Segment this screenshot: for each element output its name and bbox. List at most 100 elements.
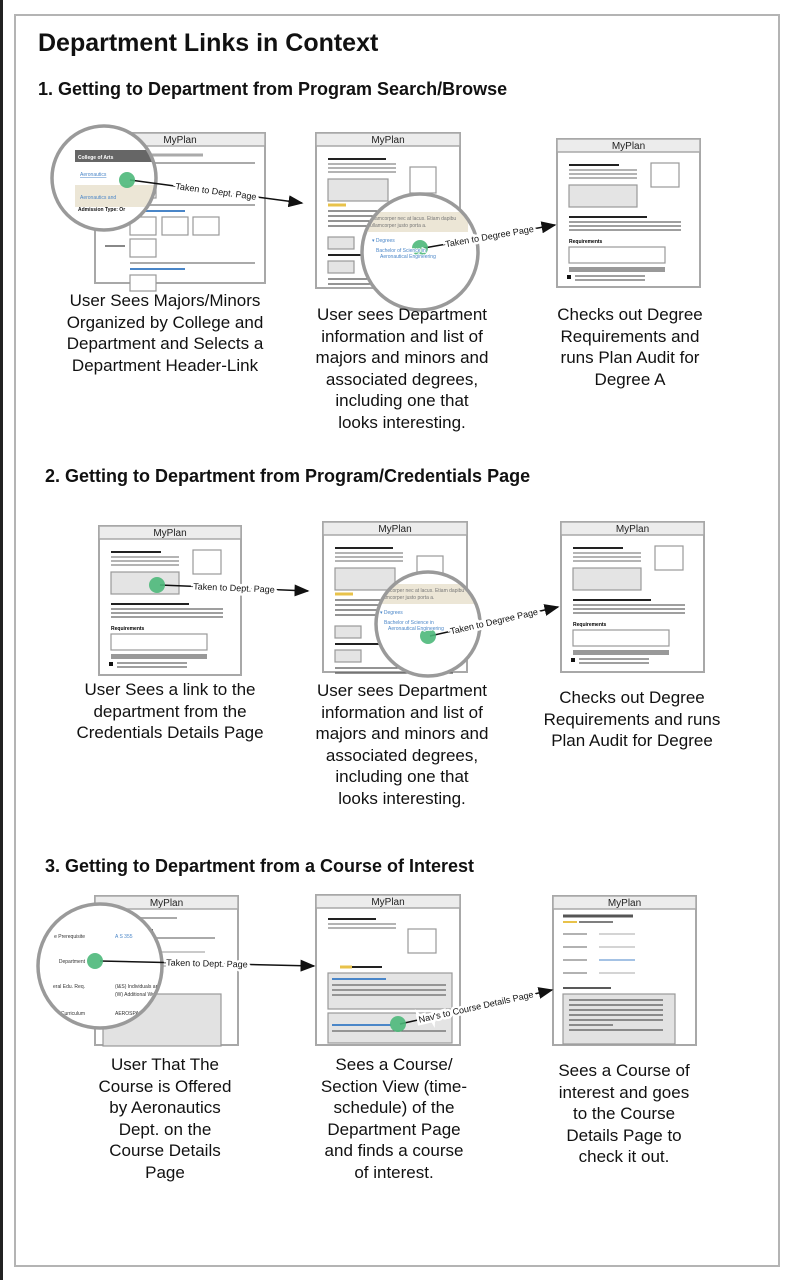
magnifier-content: ullamcorper nec at lacus. Etiam dapibuul…	[376, 584, 476, 616]
wire-text: (I&S) Individuals and	[115, 984, 161, 990]
wireframe-border	[556, 138, 701, 288]
wire-box	[327, 236, 355, 250]
caption-3-2: Sees a Course/ Section View (time- sched…	[320, 1055, 468, 1182]
wire-text: Requirements	[569, 239, 603, 245]
wire-text: Aeronautics and	[80, 195, 116, 201]
wire-text: ullamcorper justo porta a.	[378, 595, 434, 601]
caption-3-1: User That The Course is Offered by Aeron…	[98, 1055, 232, 1182]
wireframe-header-bar	[556, 138, 701, 153]
wire-box	[129, 238, 157, 258]
wire-box	[110, 571, 180, 595]
click-point-dot	[87, 953, 103, 969]
wire-box	[568, 246, 666, 264]
caption-1-3: Checks out Degree Requirements and runs …	[557, 305, 703, 389]
click-point-dot	[412, 240, 428, 256]
wire-text: MyPlan	[371, 897, 404, 908]
wire-text: MyPlan	[378, 524, 411, 535]
wire-box	[192, 549, 222, 575]
wire-box	[409, 166, 437, 194]
highlight-row	[368, 212, 468, 232]
wire-box	[161, 216, 189, 236]
wire-text: Bachelor of Science in	[384, 620, 434, 626]
wire-box	[650, 162, 680, 188]
caption-1-1: User Sees Majors/Minors Organized by Col…	[66, 291, 264, 375]
wire-box	[654, 545, 684, 571]
wire-text: ullamcorper justo porta a.	[370, 223, 426, 229]
wire-box	[129, 216, 157, 236]
wire-text: Requirements	[111, 626, 145, 632]
magnifier-content: ullamcorper nec at lacus. Etiam dapibuul…	[368, 212, 468, 244]
wire-text: Department	[59, 959, 86, 965]
wire-text: Aeronautics	[80, 172, 107, 178]
wireframe-header-bar	[315, 894, 461, 909]
wire-box	[568, 184, 638, 208]
click-point-dot	[420, 628, 436, 644]
wire-text: Bachelor of Science in	[376, 248, 426, 254]
wire-box	[327, 260, 355, 274]
wire-box	[129, 274, 157, 292]
wire-bullet	[567, 275, 571, 279]
wire-text: MyPlan	[371, 135, 404, 146]
click-point-dot	[149, 577, 165, 593]
wire-box	[562, 993, 676, 1045]
wireframe-header-bar	[315, 132, 461, 147]
wireframe-course-details-2: MyPlan	[552, 895, 697, 1046]
wire-box	[334, 649, 362, 663]
wireframe-department-3: MyPlan	[315, 894, 461, 1046]
arrow-label: Taken to Dept. Page	[166, 958, 248, 970]
wire-text: Aeronautical Engineering	[388, 626, 444, 632]
wire-text: MyPlan	[608, 898, 641, 909]
wire-bar	[573, 650, 669, 655]
wire-text: Curriculum	[61, 1011, 85, 1017]
arrow-3a: Taken to Dept. Page	[99, 955, 316, 972]
wire-box	[572, 567, 642, 591]
arrow-line	[399, 987, 554, 1025]
click-point-dot	[390, 1016, 406, 1032]
wire-box	[327, 1012, 453, 1044]
caption-2-2: User sees Department information and lis…	[315, 681, 489, 808]
wire-text: e Prerequisite	[54, 934, 85, 940]
wire-box	[407, 928, 437, 954]
section-2-heading: 2. Getting to Department from Program/Cr…	[45, 466, 531, 486]
wire-text: MyPlan	[150, 898, 183, 909]
left-edge	[0, 0, 3, 1280]
magnifier-ring	[360, 192, 480, 312]
highlight-row	[75, 185, 156, 207]
wire-text: MyPlan	[616, 524, 649, 535]
arrow-line	[429, 604, 560, 637]
caption-3-3: Sees a Course of interest and goes to th…	[558, 1061, 690, 1166]
wireframe-border	[98, 525, 242, 676]
diagram-frame	[14, 14, 780, 1267]
magnifier-2b: ullamcorper nec at lacus. Etiam dapibuul…	[374, 570, 482, 678]
wireframe-border	[560, 521, 705, 673]
arrow-line	[423, 221, 557, 249]
wire-box	[334, 625, 362, 639]
wireframe-header-bar	[98, 525, 242, 540]
wire-text: ullamcorper nec at lacus. Etiam dapibu	[370, 216, 456, 222]
wire-text: Aeronautical Engineering	[380, 254, 436, 260]
arrow-line	[129, 179, 304, 208]
caption-2-1: User Sees a link to the department from …	[76, 680, 264, 742]
wire-text: MyPlan	[612, 141, 645, 152]
section-3-heading: 3. Getting to Department from a Course o…	[45, 856, 475, 876]
wire-bullet	[571, 658, 575, 662]
wireframe-header-bar	[560, 521, 705, 536]
arrow-line	[159, 584, 310, 597]
wire-box	[192, 216, 220, 236]
wire-box	[327, 178, 389, 202]
arrow-line	[99, 959, 316, 972]
wire-text: College of Arts	[78, 155, 114, 161]
magnifier-ring	[36, 902, 164, 1030]
highlight-row	[376, 584, 476, 604]
page-title: Department Links in Context	[38, 29, 379, 57]
click-point-dot	[119, 172, 135, 188]
